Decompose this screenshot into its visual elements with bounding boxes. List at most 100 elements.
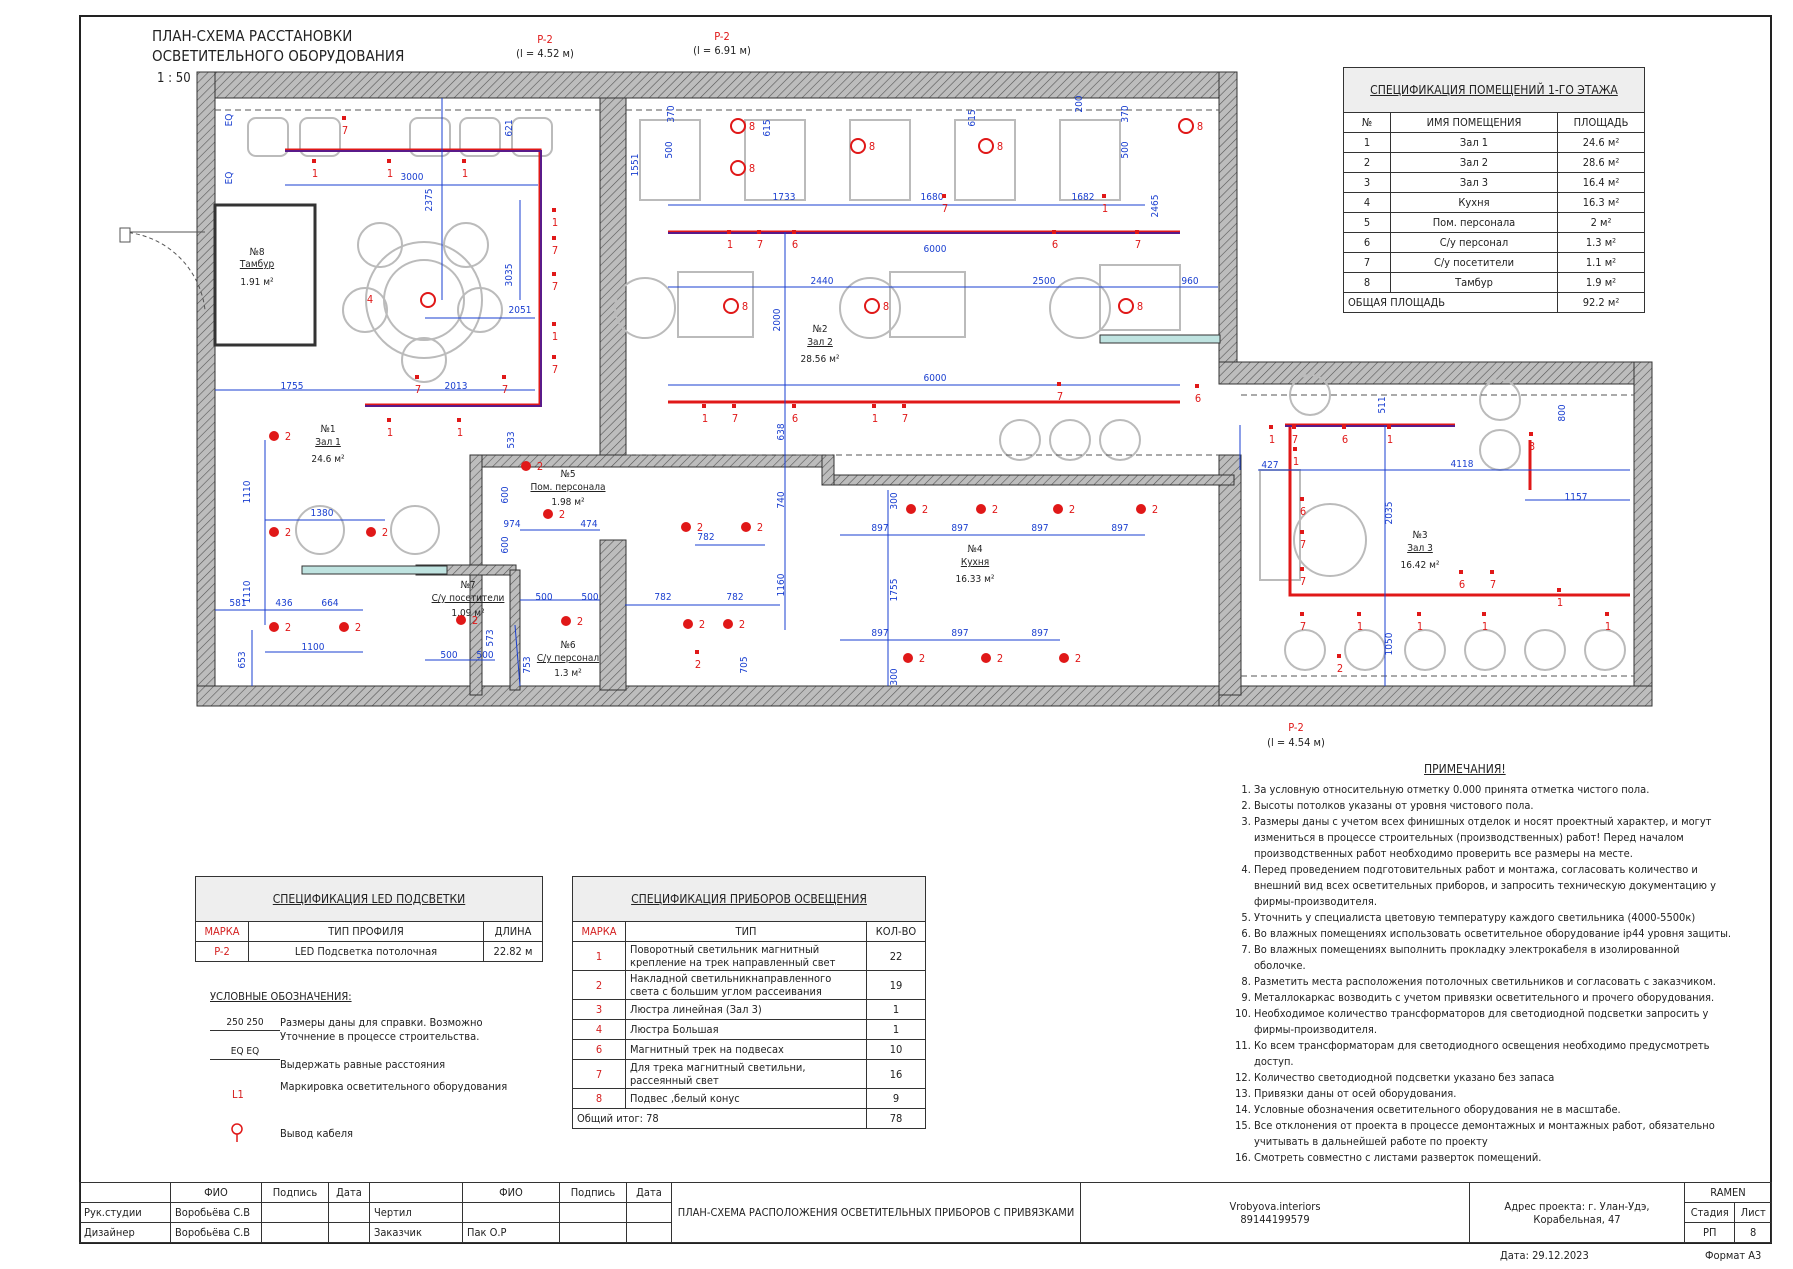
fixture-mark: 2 [472, 614, 478, 627]
fixture-mark: 7 [732, 412, 738, 425]
fixture-mark: 7 [552, 244, 558, 257]
room-label-4: №4 [967, 544, 982, 555]
fixture-pend-icon: 8 [723, 298, 748, 314]
led-spec-mark: P-2 [195, 941, 249, 962]
led-callout-mark: P-2 [1288, 721, 1304, 734]
title-block: ФИО Подпись Дата ФИО Подпись Дата ПЛАН-С… [79, 1182, 1772, 1243]
fixture-spec-cell: Магнитный трек на подвесах [625, 1039, 867, 1060]
dimension-text: 200 [1074, 95, 1085, 112]
dimension-text: 1380 [311, 508, 334, 519]
fixture-mark: 2 [285, 430, 291, 443]
dimension-text: 782 [726, 592, 743, 603]
fixture-spot-icon: 2 [543, 508, 565, 521]
fixture-mark: 7 [1300, 575, 1306, 588]
dimension-text: 370 [666, 105, 677, 122]
room-area-2: 28.56 м² [801, 354, 840, 365]
dimension-text: 1100 [302, 642, 325, 653]
fixture-spec-total-value: 78 [866, 1108, 926, 1129]
fixture-dot-icon: 7 [1057, 382, 1063, 403]
fixture-pend-icon: 8 [1118, 298, 1143, 314]
fixture-mark: 2 [577, 615, 583, 628]
fixture-dot-icon: 1 [552, 322, 558, 343]
dimension-text: 2013 [445, 381, 468, 392]
fixture-dot-icon: 1 [1269, 425, 1275, 446]
note-item: Во влажных помещениях использовать освет… [1254, 926, 1732, 942]
room-spec-total-value: 92.2 м² [1557, 292, 1645, 313]
fixture-spot-icon: 2 [683, 618, 705, 631]
dimension-text: 1682 [1072, 192, 1095, 203]
legend-symbol-mark: L1 [232, 1088, 244, 1101]
fixture-mark: 7 [342, 124, 348, 137]
stamp-stage-label: Стадия [1683, 1202, 1736, 1223]
dimension-text: 1755 [281, 381, 304, 392]
room-spec-header: № [1343, 112, 1391, 133]
room-spec-table: СПЕЦИФИКАЦИЯ ПОМЕЩЕНИЙ 1-ГО ЭТАЖА № ИМЯ … [1343, 67, 1645, 313]
fixture-mark: 2 [355, 621, 361, 634]
dimension-text: 427 [1261, 460, 1278, 471]
fixture-mark: 7 [902, 412, 908, 425]
room-name-8: Тамбур [239, 258, 275, 270]
stamp-name: Воробьёва С.В [170, 1202, 262, 1223]
fixture-dot-icon: 7 [342, 116, 348, 137]
room-spec-cell: 1.9 м² [1557, 272, 1645, 293]
room-name-3: Зал 3 [1407, 543, 1433, 554]
room-spec-cell: 16.4 м² [1557, 172, 1645, 193]
fixture-mark: 2 [992, 503, 998, 516]
room-area-1: 24.6 м² [311, 454, 345, 465]
room-label-6: №6 [560, 640, 575, 651]
dimension-text: 1157 [1565, 492, 1588, 503]
led-spec-header: ТИП ПРОФИЛЯ [248, 921, 484, 942]
fixture-mark: 2 [537, 460, 543, 473]
dimension-text: 511 [1377, 396, 1388, 413]
fixture-mark: 2 [757, 521, 763, 534]
dimension-text: 1050 [1384, 632, 1395, 655]
fixture-spot-icon: 2 [366, 526, 388, 539]
fixture-mark: 1 [312, 167, 318, 180]
legend-symbol-eq: EQ EQ [210, 1045, 280, 1060]
dimension-text: 500 [664, 141, 675, 158]
fixture-dot-icon: 2 [695, 650, 701, 671]
fixture-spec-cell: Люстра линейная (Зал 3) [625, 999, 867, 1020]
fixture-spot-icon: 2 [456, 614, 478, 627]
stamp-col-sign: Подпись [261, 1182, 329, 1203]
fixture-mark: 8 [749, 162, 755, 175]
stamp-stage-value: РП [1683, 1222, 1736, 1243]
fixture-dot-icon: 1 [872, 404, 878, 425]
fixture-dot-icon: 1 [552, 208, 558, 229]
fixture-dot-icon: 3 [1529, 432, 1535, 453]
legend-title: УСЛОВНЫЕ ОБОЗНАЧЕНИЯ: [210, 990, 352, 1003]
fixture-spot-icon: 2 [521, 460, 543, 473]
note-item: Количество светодиодной подсветки указан… [1254, 1070, 1732, 1086]
stamp-col-date: Дата [626, 1182, 672, 1203]
led-spec-length: 22.82 м [483, 941, 543, 962]
fixture-spot-icon: 2 [903, 652, 925, 665]
room-spec-cell: 8 [1343, 272, 1391, 293]
fixture-mark: 1 [1417, 620, 1423, 633]
dimension-text: 600 [500, 536, 511, 553]
fixture-spec-cell: 6 [572, 1039, 626, 1060]
notes-title: ПРИМЕЧАНИЯ! [1424, 762, 1506, 776]
dimension-text: EQ [224, 172, 235, 185]
fixture-mark: 7 [552, 280, 558, 293]
fixture-spec-cell: 9 [866, 1088, 926, 1109]
cable-outlet-icon [231, 1123, 243, 1142]
dimension-text: 1755 [889, 579, 900, 602]
dimension-text: 897 [951, 628, 968, 639]
room-name-7: С/у посетители [432, 593, 505, 604]
stamp-col-fio: ФИО [462, 1182, 560, 1203]
fixture-mark: 7 [1292, 433, 1298, 446]
fixture-dot-icon: 1 [0, 0, 3, 3]
fixture-spot-icon: 2 [741, 521, 763, 534]
dimension-text: 615 [967, 109, 978, 126]
tracks [285, 150, 1455, 427]
fixture-dot-icon: 1 [727, 230, 733, 251]
fixture-mark: 7 [415, 383, 421, 396]
room-spec-cell: 1 [1343, 132, 1391, 153]
fixture-dot-icon: 1 [702, 404, 708, 425]
room-spec-cell: 28.6 м² [1557, 152, 1645, 173]
fixture-mark: 2 [699, 618, 705, 631]
fixture-pend-icon: 8 [864, 298, 889, 314]
